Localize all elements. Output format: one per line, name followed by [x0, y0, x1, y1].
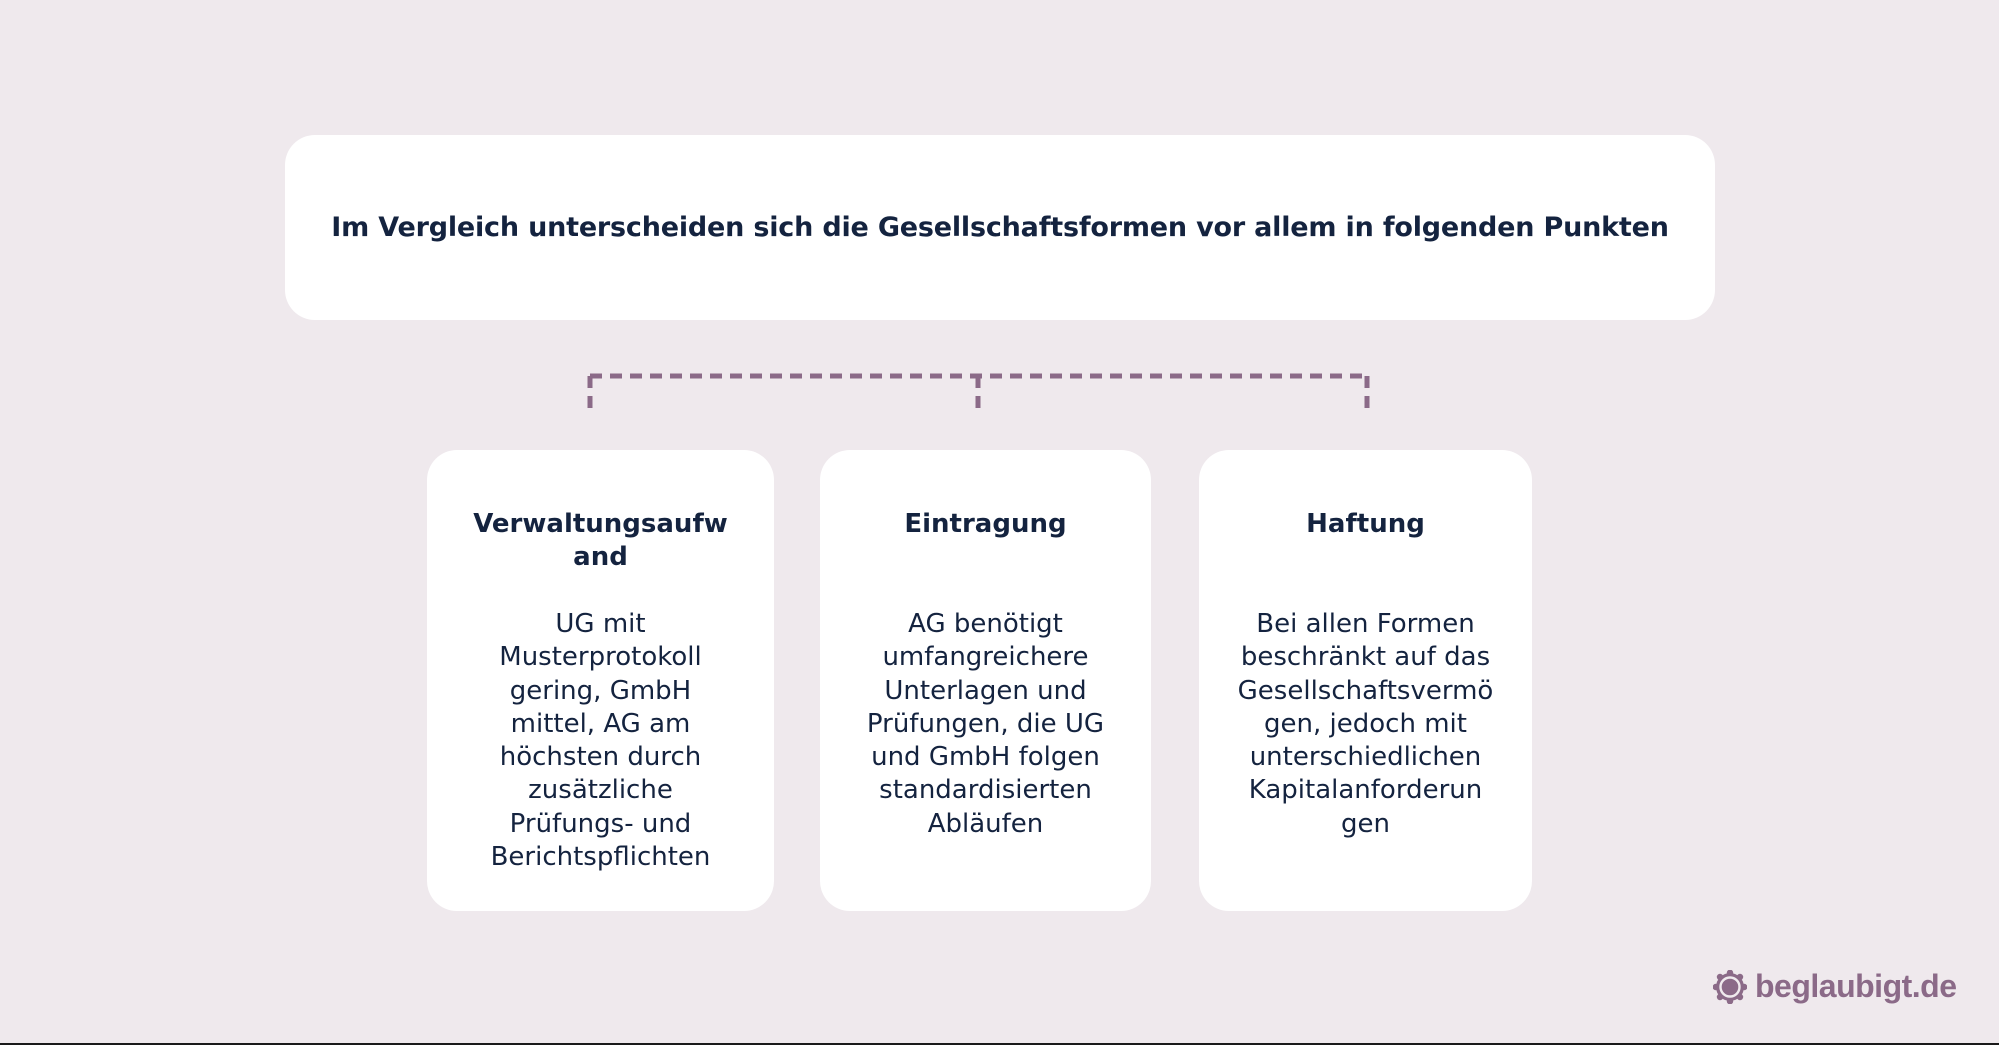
bottom-border — [0, 1043, 1999, 1045]
brand-logo: beglaubigt.de — [1713, 968, 1957, 1005]
page-title: Im Vergleich unterscheiden sich die Gese… — [331, 212, 1669, 243]
card-eintragung: Eintragung AG benötigt umfangreichere Un… — [820, 450, 1151, 911]
card-haftung: Haftung Bei allen Formen beschränkt auf … — [1199, 450, 1532, 911]
card-body: UG mit Musterprotokoll gering, GmbH mitt… — [490, 609, 711, 873]
card-title: Verwaltungsaufw and — [473, 509, 728, 572]
card-body: AG benötigt umfangreichere Unterlagen un… — [866, 609, 1105, 839]
brand-name: beglaubigt.de — [1755, 968, 1957, 1004]
card-body: Bei allen Formen beschränkt auf das Gese… — [1237, 609, 1494, 839]
seal-icon — [1713, 969, 1747, 1004]
card-title: Haftung — [1306, 509, 1425, 539]
card-verwaltungsaufwand: Verwaltungsaufw and UG mit Musterprotoko… — [427, 450, 774, 911]
header-card: Im Vergleich unterscheiden sich die Gese… — [285, 135, 1715, 320]
card-title: Eintragung — [904, 509, 1067, 539]
